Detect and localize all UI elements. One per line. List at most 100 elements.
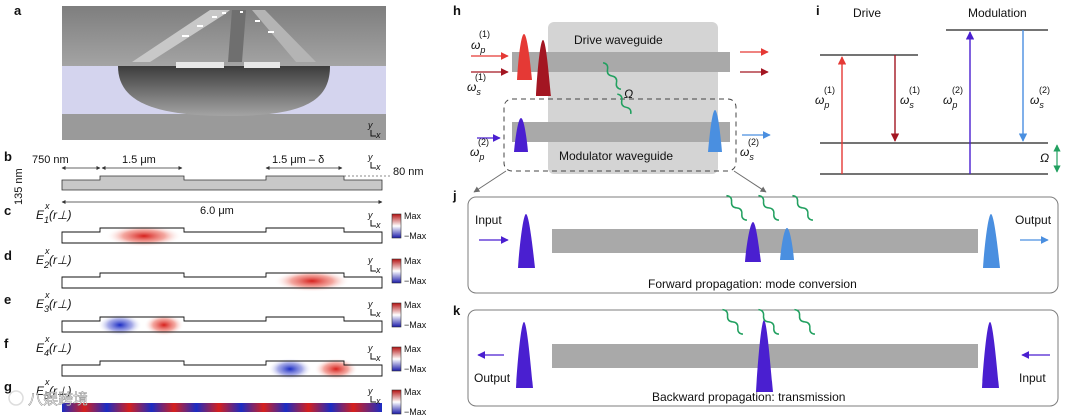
- svg-text:(1): (1): [824, 85, 835, 95]
- panel-k: k Output Input Backward propagation: tra…: [453, 303, 1059, 407]
- panel-label-g: g: [4, 379, 12, 394]
- panel-a: a y x: [14, 3, 386, 140]
- panel-label-d: d: [4, 248, 12, 263]
- svg-text:ωp: ωp: [470, 145, 484, 162]
- dim-6-0um: 6.0 μm: [200, 205, 234, 217]
- mode-equation: E4(r⊥): [36, 341, 71, 358]
- svg-text:ωp: ωp: [471, 38, 485, 55]
- colorbar-max-label: Max: [404, 344, 422, 354]
- gaussian-pulse-icon: [982, 322, 999, 388]
- axes-icon: yx: [367, 343, 381, 363]
- svg-text:(2): (2): [748, 137, 759, 147]
- phonon-wave-icon: [758, 194, 780, 221]
- svg-text:x: x: [375, 309, 381, 319]
- svg-text:y: y: [367, 255, 373, 265]
- colorbar-icon: Max−Max: [391, 211, 427, 241]
- svg-text:y: y: [367, 343, 373, 353]
- membrane-ridge-left: [132, 10, 230, 62]
- drive-title: Drive: [853, 6, 881, 20]
- suspended-membrane: [118, 66, 330, 116]
- zoom-line-left: [473, 170, 507, 193]
- axes-icon: yx: [367, 210, 381, 230]
- phonon-wave-icon: [602, 61, 622, 91]
- svg-text:y: y: [367, 120, 373, 130]
- colorbar-max-label: Max: [404, 300, 422, 310]
- svg-text:x: x: [44, 377, 50, 387]
- svg-text:y: y: [367, 386, 373, 396]
- colorbar-min-label: −Max: [404, 276, 427, 286]
- ws1-label-i: ωs (1): [900, 85, 920, 110]
- waveguide-outline: [61, 272, 383, 289]
- mode-equation: E3(r⊥): [36, 297, 71, 314]
- ws2-label-i: ωs (2): [1030, 85, 1050, 110]
- svg-text:ωp: ωp: [943, 93, 957, 110]
- axes-icon: y x: [367, 120, 381, 140]
- field-lobe: [268, 358, 312, 380]
- axes-icon: yx: [367, 299, 381, 319]
- gaussian-pulse-icon: [780, 228, 794, 260]
- phonon-wave-icon: [722, 308, 744, 335]
- modulator-waveguide-label: Modulator waveguide: [559, 149, 673, 163]
- colorbar-icon: Max−Max: [391, 344, 427, 374]
- field-lobe: [106, 225, 182, 247]
- drive-waveguide-label: Drive waveguide: [574, 33, 663, 47]
- rib-top-right: [244, 62, 280, 68]
- waveguide-cross-section: [61, 175, 383, 191]
- colorbar-max-label: Max: [404, 256, 422, 266]
- caption-j: Forward propagation: mode conversion: [648, 277, 857, 291]
- colorbar-min-label: −Max: [404, 320, 427, 330]
- omega-label: Ω: [624, 87, 633, 101]
- svg-text:x: x: [44, 246, 50, 256]
- omega-label-i: Ω: [1040, 151, 1049, 165]
- panel-label-k: k: [453, 303, 461, 318]
- watermark-logo-icon: [8, 390, 24, 406]
- panel-label-j: j: [452, 188, 457, 203]
- svg-text:ωs: ωs: [740, 145, 754, 162]
- ws1-label-h: ωs (1): [467, 72, 486, 97]
- panel-label-e: e: [4, 292, 11, 307]
- dim-1-5um-delta: 1.5 μm – δ: [272, 154, 324, 166]
- waveguide-outline: [61, 360, 383, 377]
- svg-text:(1): (1): [475, 72, 486, 82]
- waveguide-j: [552, 229, 978, 253]
- svg-text:x: x: [375, 220, 381, 230]
- wp1-label-i: ωp (1): [815, 85, 835, 110]
- wp1-label-h: ωp (1): [471, 29, 490, 55]
- phonon-wave-icon: [758, 308, 780, 335]
- panel-h: h Drive waveguide Modulator waveguide Ω …: [453, 3, 771, 193]
- waveguide-outline: [61, 227, 383, 244]
- input-label-k: Input: [1019, 371, 1046, 385]
- wp2-label-i: ωp (2): [943, 85, 963, 110]
- svg-text:x: x: [44, 290, 50, 300]
- svg-text:x: x: [375, 396, 381, 406]
- modulator-waveguide: [512, 122, 730, 142]
- panel-b: b 750 nm 1.5 μm 1.5 μm – δ 80 nm 135 nm …: [4, 149, 424, 217]
- zoom-line-right: [733, 170, 767, 193]
- colorbar-min-label: −Max: [404, 407, 427, 417]
- membrane-ridge-right: [252, 10, 316, 62]
- phonon-wave-icon: [794, 308, 816, 335]
- waveguide-outline: [61, 316, 383, 333]
- field-stripe: [62, 403, 382, 412]
- phonon-wave-icon: [726, 194, 748, 221]
- panel-i: i Drive Modulation Ω ωp (1) ωs (1) ωp (2…: [815, 3, 1061, 175]
- panel-label-c: c: [4, 203, 11, 218]
- svg-text:x: x: [375, 162, 381, 172]
- field-lobe: [144, 314, 184, 336]
- gaussian-pulse-icon: [708, 110, 722, 152]
- gaussian-pulse-icon: [536, 40, 551, 96]
- axes-icon: yx: [367, 255, 381, 275]
- wp2-label-h: ωp (2): [470, 137, 489, 162]
- watermark-text: 八娱跨境: [28, 390, 88, 408]
- phonon-wave-icon: [617, 93, 632, 115]
- panel-j: j Input Output Forward propagation: mode…: [452, 188, 1059, 294]
- panel-label-f: f: [4, 336, 9, 351]
- base-layer: [62, 114, 386, 140]
- input-label-j: Input: [475, 213, 502, 227]
